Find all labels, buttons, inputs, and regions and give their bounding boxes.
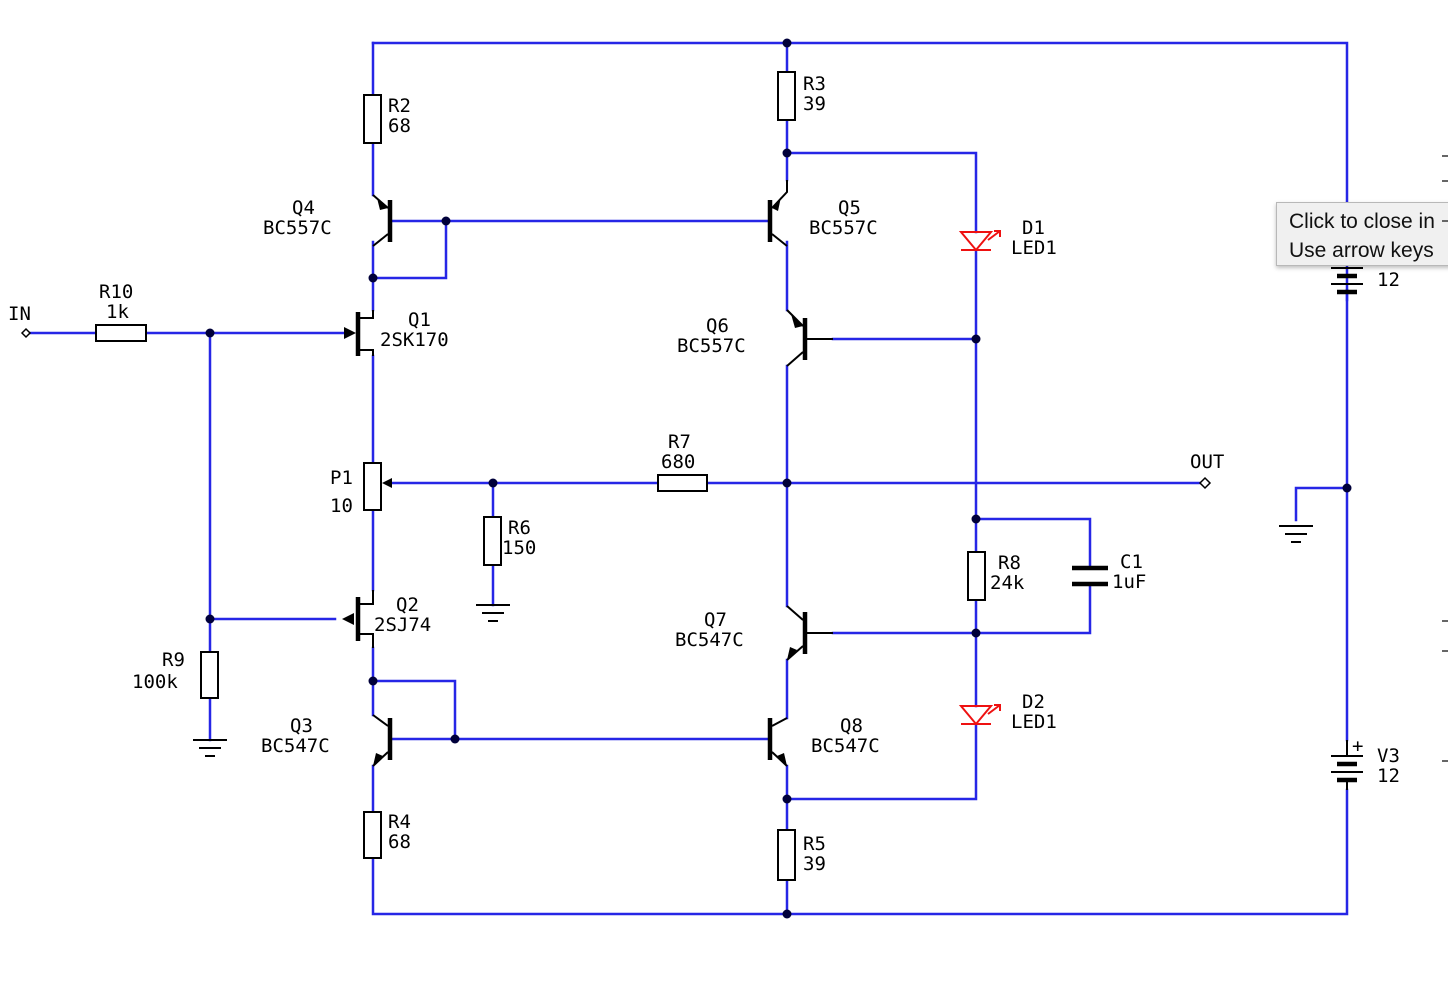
junction-dot: [782, 794, 792, 804]
r6-value: 150: [502, 537, 536, 559]
c1-value: 1uF: [1112, 571, 1146, 593]
q6-value: BC557C: [677, 335, 746, 357]
wires: [24, 41, 1349, 916]
junction-dot: [782, 148, 792, 158]
v3-ref: V3: [1377, 745, 1400, 767]
resistor-r10[interactable]: R10 1k: [95, 281, 147, 342]
q1-value: 2SK170: [380, 329, 449, 351]
r4-ref: R4: [388, 811, 411, 833]
q8-ref: Q8: [840, 715, 863, 737]
ground-symbol: [476, 604, 510, 622]
p1-value: 10: [330, 495, 353, 517]
output-port[interactable]: OUT: [1190, 451, 1224, 490]
transistor-q3[interactable]: Q3 BC547C: [261, 714, 393, 767]
junction-dot: [782, 909, 792, 919]
p1-ref: P1: [330, 467, 353, 489]
resistor-r9[interactable]: R9 100k: [132, 649, 219, 699]
jfet-q2[interactable]: Q2 2SJ74: [342, 590, 431, 648]
v3-plus-sign: +: [1352, 735, 1363, 757]
transistor-q8[interactable]: Q8 BC547C: [767, 715, 880, 767]
junction-dot: [441, 216, 451, 226]
d2-ref: D2: [1022, 691, 1045, 713]
output-label: OUT: [1190, 451, 1224, 473]
r10-ref: R10: [99, 281, 133, 303]
input-port[interactable]: IN: [8, 303, 32, 339]
transistor-q4[interactable]: Q4 BC557C: [263, 194, 393, 247]
junction-dot: [488, 478, 498, 488]
r7-ref: R7: [668, 431, 691, 453]
q5-ref: Q5: [838, 197, 861, 219]
q3-value: BC547C: [261, 735, 330, 757]
r8-ref: R8: [998, 552, 1021, 574]
junction-dot: [205, 328, 215, 338]
led-d2[interactable]: D2 LED1: [958, 691, 1057, 733]
junction-dot: [205, 614, 215, 624]
resistor-r2[interactable]: R2 68: [363, 94, 411, 144]
transistor-q7[interactable]: Q7 BC547C: [675, 605, 833, 661]
q7-value: BC547C: [675, 629, 744, 651]
junctions: [205, 38, 1352, 919]
resistor-r4[interactable]: R4 68: [363, 811, 411, 859]
junction-dot: [782, 478, 792, 488]
c1-ref: C1: [1120, 551, 1143, 573]
r9-value: 100k: [132, 671, 178, 693]
window-edge-strip: [1440, 150, 1448, 984]
tooltip-line-2: Use arrow keys: [1289, 239, 1434, 262]
d1-value: LED1: [1011, 237, 1057, 259]
junction-dot: [971, 628, 981, 638]
tooltip-popup[interactable]: Click to close in Use arrow keys: [1276, 202, 1448, 266]
r10-value: 1k: [106, 301, 129, 323]
q2-ref: Q2: [396, 594, 419, 616]
r9-ref: R9: [162, 649, 185, 671]
led-d1[interactable]: D1 LED1: [958, 217, 1057, 259]
ground-symbol: [1279, 525, 1313, 543]
q4-ref: Q4: [292, 197, 315, 219]
resistor-r7[interactable]: R7 680: [657, 431, 708, 492]
v3-value: 12: [1377, 765, 1400, 787]
r3-value: 39: [803, 93, 826, 115]
transistor-q6[interactable]: Q6 BC557C: [677, 309, 833, 367]
junction-dot: [971, 334, 981, 344]
junction-dot: [368, 676, 378, 686]
d1-ref: D1: [1022, 217, 1045, 239]
q5-value: BC557C: [809, 217, 878, 239]
jfet-q1[interactable]: Q1 2SK170: [344, 309, 449, 356]
q8-value: BC547C: [811, 735, 880, 757]
q3-ref: Q3: [290, 715, 313, 737]
junction-dot: [971, 514, 981, 524]
input-label: IN: [8, 303, 31, 325]
ground-symbol: [193, 739, 227, 757]
junction-dot: [1342, 483, 1352, 493]
junction-dot: [368, 273, 378, 283]
transistor-q5[interactable]: Q5 BC557C: [767, 180, 878, 247]
d2-value: LED1: [1011, 711, 1057, 733]
r6-ref: R6: [508, 517, 531, 539]
r4-value: 68: [388, 831, 411, 853]
r2-value: 68: [388, 115, 411, 137]
tooltip-line-1: Click to close in: [1289, 210, 1435, 233]
resistor-r3[interactable]: R3 39: [777, 71, 826, 121]
q2-value: 2SJ74: [374, 614, 431, 636]
battery-v2[interactable]: 12: [1331, 267, 1400, 295]
junction-dot: [782, 38, 792, 48]
r7-value: 680: [661, 451, 695, 473]
capacitor-c1[interactable]: C1 1uF: [1072, 551, 1146, 593]
q7-ref: Q7: [704, 609, 727, 631]
v2-value: 12: [1377, 269, 1400, 291]
r5-value: 39: [803, 853, 826, 875]
resistor-r8[interactable]: R8 24k: [967, 551, 1025, 601]
battery-v3[interactable]: + V3 12: [1331, 735, 1400, 790]
resistor-r5[interactable]: R5 39: [777, 829, 826, 881]
r5-ref: R5: [803, 833, 826, 855]
q4-value: BC557C: [263, 217, 332, 239]
q1-ref: Q1: [408, 309, 431, 331]
r2-ref: R2: [388, 95, 411, 117]
r8-value: 24k: [990, 572, 1025, 594]
potentiometer-p1[interactable]: P1 10: [330, 462, 392, 517]
junction-dot: [450, 734, 460, 744]
r3-ref: R3: [803, 73, 826, 95]
resistor-r6[interactable]: R6 150: [483, 516, 536, 566]
q6-ref: Q6: [706, 315, 729, 337]
